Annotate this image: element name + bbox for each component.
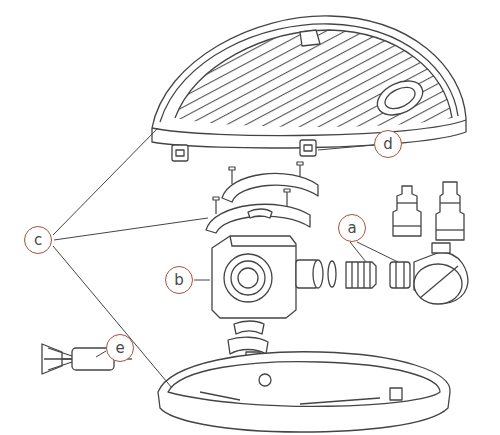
callout-circle: b <box>165 266 193 294</box>
base-tray <box>158 352 450 432</box>
callout-circle: d <box>374 130 402 158</box>
callout-circle: a <box>338 214 366 242</box>
clamp-brackets <box>206 173 318 233</box>
callout-circle: e <box>106 334 134 362</box>
pump-body <box>212 236 336 318</box>
outlet-fittings <box>346 182 468 304</box>
top-cover <box>152 16 466 161</box>
callout-letter: c <box>34 233 42 248</box>
callout-letter: a <box>347 221 356 236</box>
leader-lines <box>53 128 398 388</box>
callout-letter: d <box>383 137 393 152</box>
callout-letter: b <box>174 273 184 288</box>
callout-circle: c <box>24 226 52 254</box>
callout-letter: e <box>115 341 124 356</box>
